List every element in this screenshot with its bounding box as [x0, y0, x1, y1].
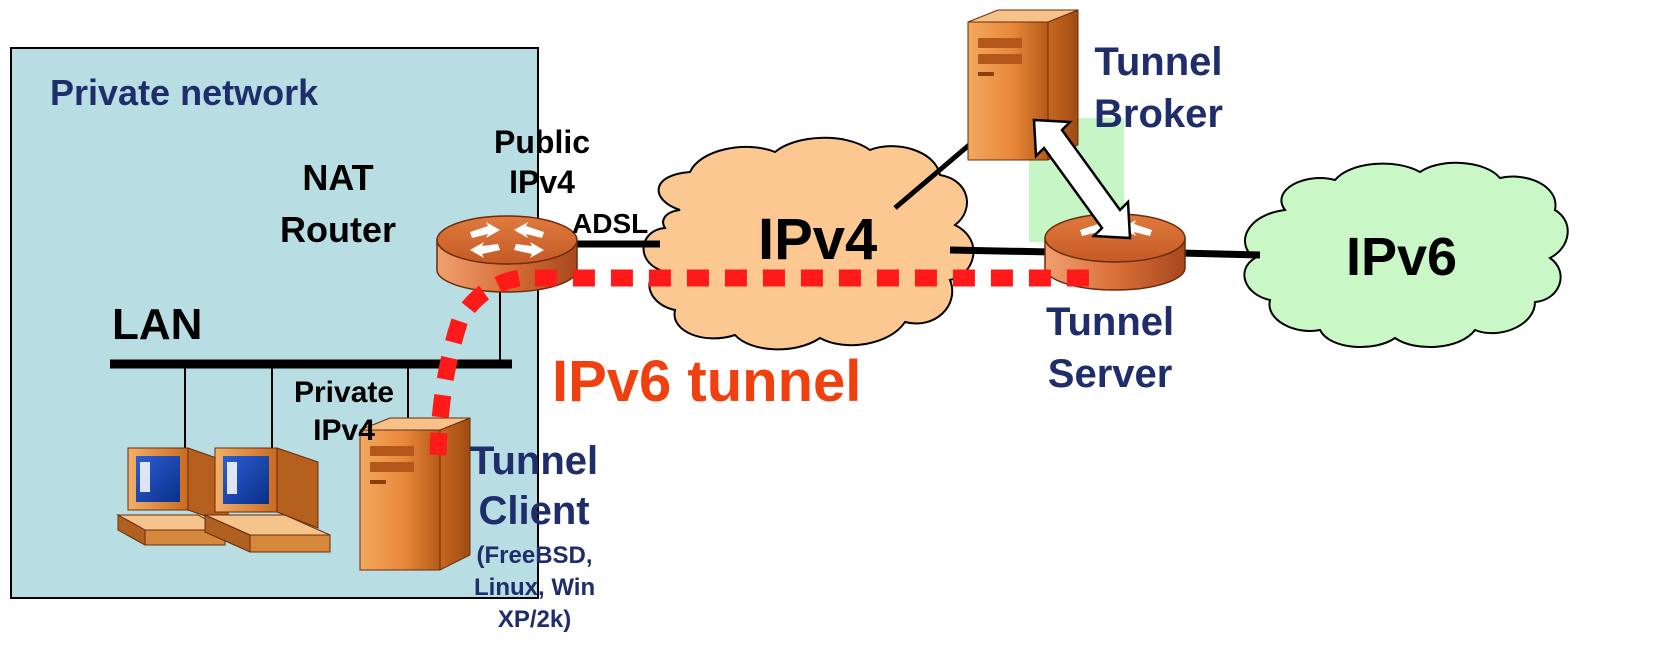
client-os-label: (FreeBSD, Linux, Win XP/2k): [474, 542, 596, 633]
private-network-label: Private network: [50, 72, 319, 113]
tunnel-client-label: Tunnel Client: [470, 439, 599, 533]
ipv6-tunnel-label: IPv6 tunnel: [552, 349, 862, 414]
nat-router-label: NAT Router: [280, 157, 396, 250]
ipv4-to-server-link: [949, 246, 1053, 256]
ipv4-cloud-label: IPv4: [758, 207, 878, 272]
ipv6-cloud-label: IPv6: [1346, 227, 1458, 287]
server-to-ipv6-link: [1179, 249, 1261, 259]
adsl-label: ADSL: [572, 208, 649, 239]
broker-to-ipv4-link: [893, 138, 977, 210]
lan-label: LAN: [112, 300, 203, 349]
ipv6-cloud: [1243, 161, 1569, 348]
private-ipv4-label: Private IPv4: [294, 376, 395, 447]
public-ipv4-label: Public IPv4: [494, 124, 591, 200]
broker-server-arrow-icon: [1032, 118, 1132, 240]
pc-workstation-icon: [204, 447, 331, 553]
tunnel-server-label: Tunnel Server: [1046, 300, 1175, 396]
tunnel-client-server-icon: [359, 417, 471, 571]
tunnel-broker-label: Tunnel Broker: [1094, 40, 1223, 136]
ipv6-tunnel-path: [429, 269, 1100, 456]
